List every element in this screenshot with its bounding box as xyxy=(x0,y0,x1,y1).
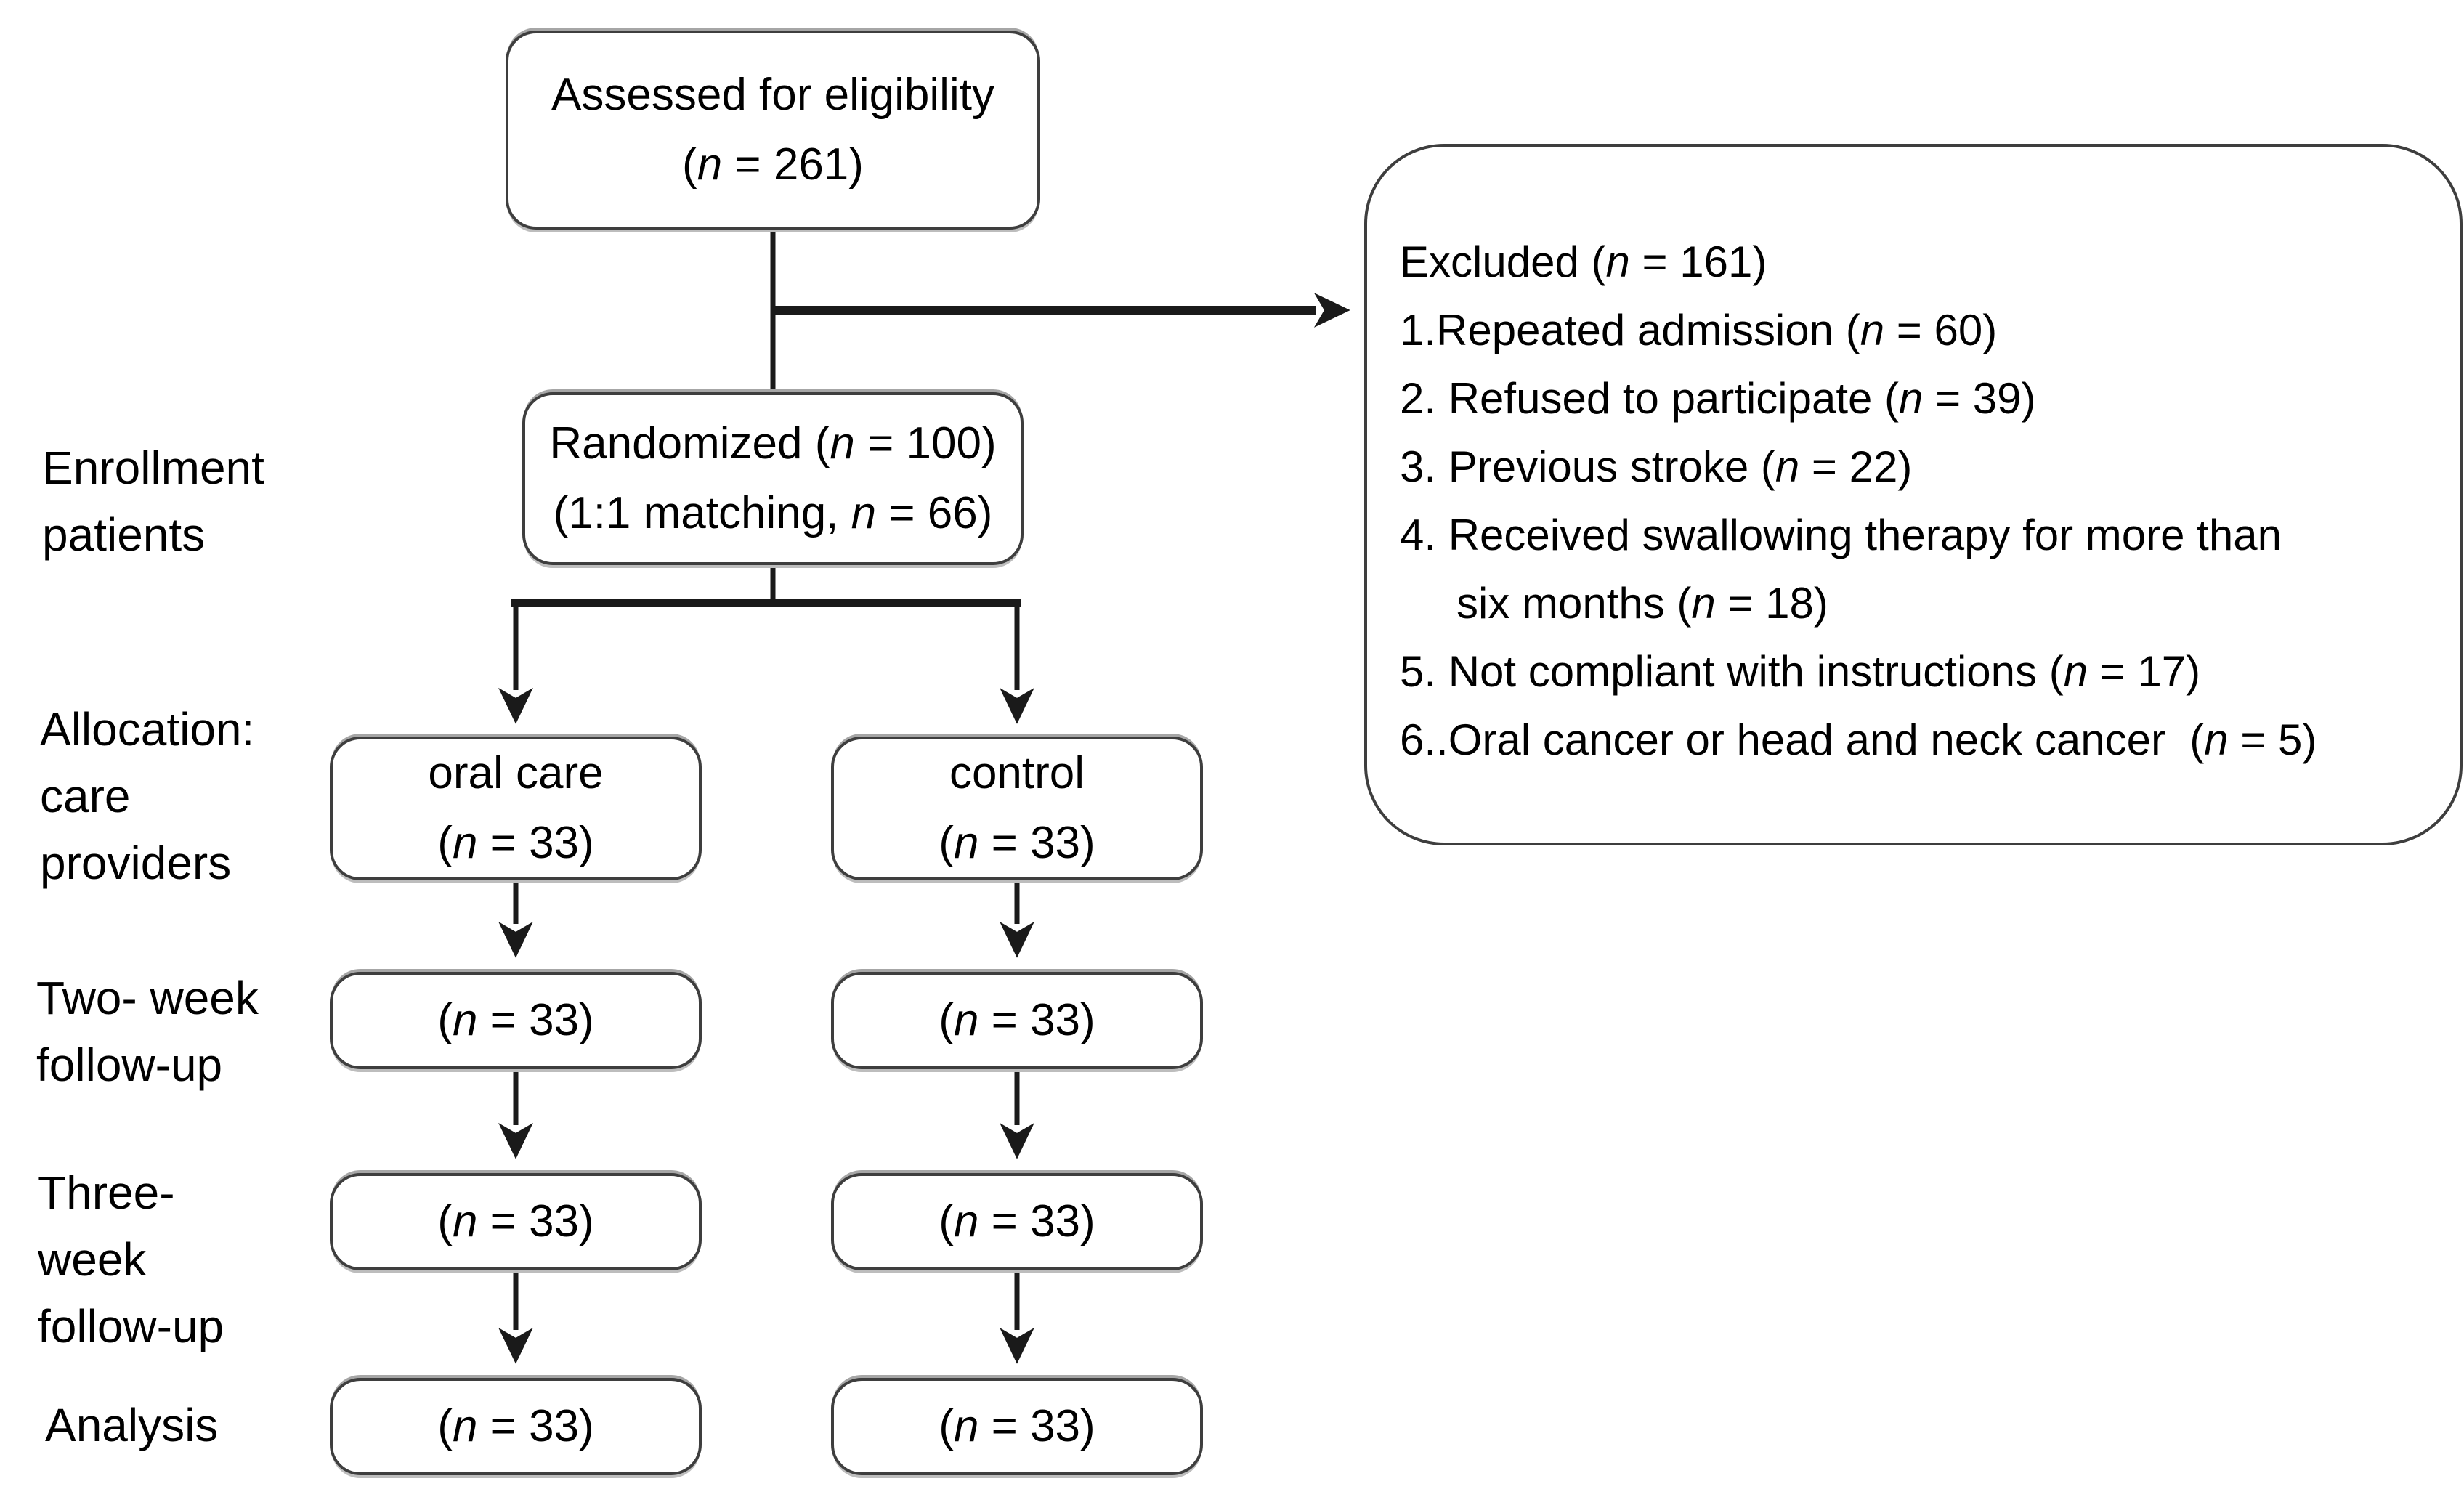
oral-care-box: oral care (n = 33) xyxy=(330,737,702,880)
stage-label-enrollment: Enrollment patients xyxy=(42,442,264,561)
analysis-control-count: (n = 33) xyxy=(939,1401,1095,1451)
analysis-oral-count: (n = 33) xyxy=(437,1401,594,1451)
three-week-control-box: (n = 33) xyxy=(831,1173,1203,1270)
stage-label-analysis: Analysis xyxy=(45,1399,219,1451)
randomized-matching: (1:1 matching, n = 66) xyxy=(553,488,993,538)
two-week-oral-count: (n = 33) xyxy=(437,995,594,1045)
excluded-reason-1: 1.Repeated admission (n = 60) xyxy=(1400,306,1998,354)
assessed-count: (n = 261) xyxy=(682,139,864,190)
randomized-label: Randomized (n = 100) xyxy=(549,418,997,468)
three-week-control-count: (n = 33) xyxy=(939,1196,1095,1246)
excluded-reason-4: 4. Received swallowing therapy for more … xyxy=(1400,511,2282,628)
control-label: control xyxy=(949,748,1085,798)
randomized-box: Randomized (n = 100) (1:1 matching, n = … xyxy=(522,392,1024,565)
oral-care-label: oral care xyxy=(428,748,604,798)
two-week-control-box: (n = 33) xyxy=(831,972,1203,1069)
excluded-box: Excluded (n = 161) 1.Repeated admission … xyxy=(1364,144,2463,845)
control-count: (n = 33) xyxy=(939,818,1095,868)
analysis-control-box: (n = 33) xyxy=(831,1378,1203,1475)
analysis-oral-box: (n = 33) xyxy=(330,1378,702,1475)
oral-care-count: (n = 33) xyxy=(437,818,594,868)
three-week-oral-box: (n = 33) xyxy=(330,1173,702,1270)
excluded-reason-5: 5. Not compliant with instructions (n = … xyxy=(1400,647,2201,696)
stage-label-allocation: Allocation: care providers xyxy=(40,703,255,889)
excluded-reason-6: 6..Oral cancer or head and neck cancer (… xyxy=(1400,715,2317,764)
stage-label-two-week: Two- week follow-up xyxy=(36,972,259,1091)
three-week-oral-count: (n = 33) xyxy=(437,1196,594,1246)
excluded-reason-2: 2. Refused to participate (n = 39) xyxy=(1400,374,2036,423)
excluded-title: Excluded (n = 161) xyxy=(1400,238,1767,286)
control-box: control (n = 33) xyxy=(831,737,1203,880)
stage-label-three-week: Three- week follow-up xyxy=(38,1167,224,1352)
two-week-oral-box: (n = 33) xyxy=(330,972,702,1069)
assessed-label: Assessed for eligibility xyxy=(551,70,994,120)
assessed-box: Assessed for eligibility (n = 261) xyxy=(506,31,1040,230)
two-week-control-count: (n = 33) xyxy=(939,995,1095,1045)
excluded-reason-3: 3. Previous stroke (n = 22) xyxy=(1400,442,1913,491)
